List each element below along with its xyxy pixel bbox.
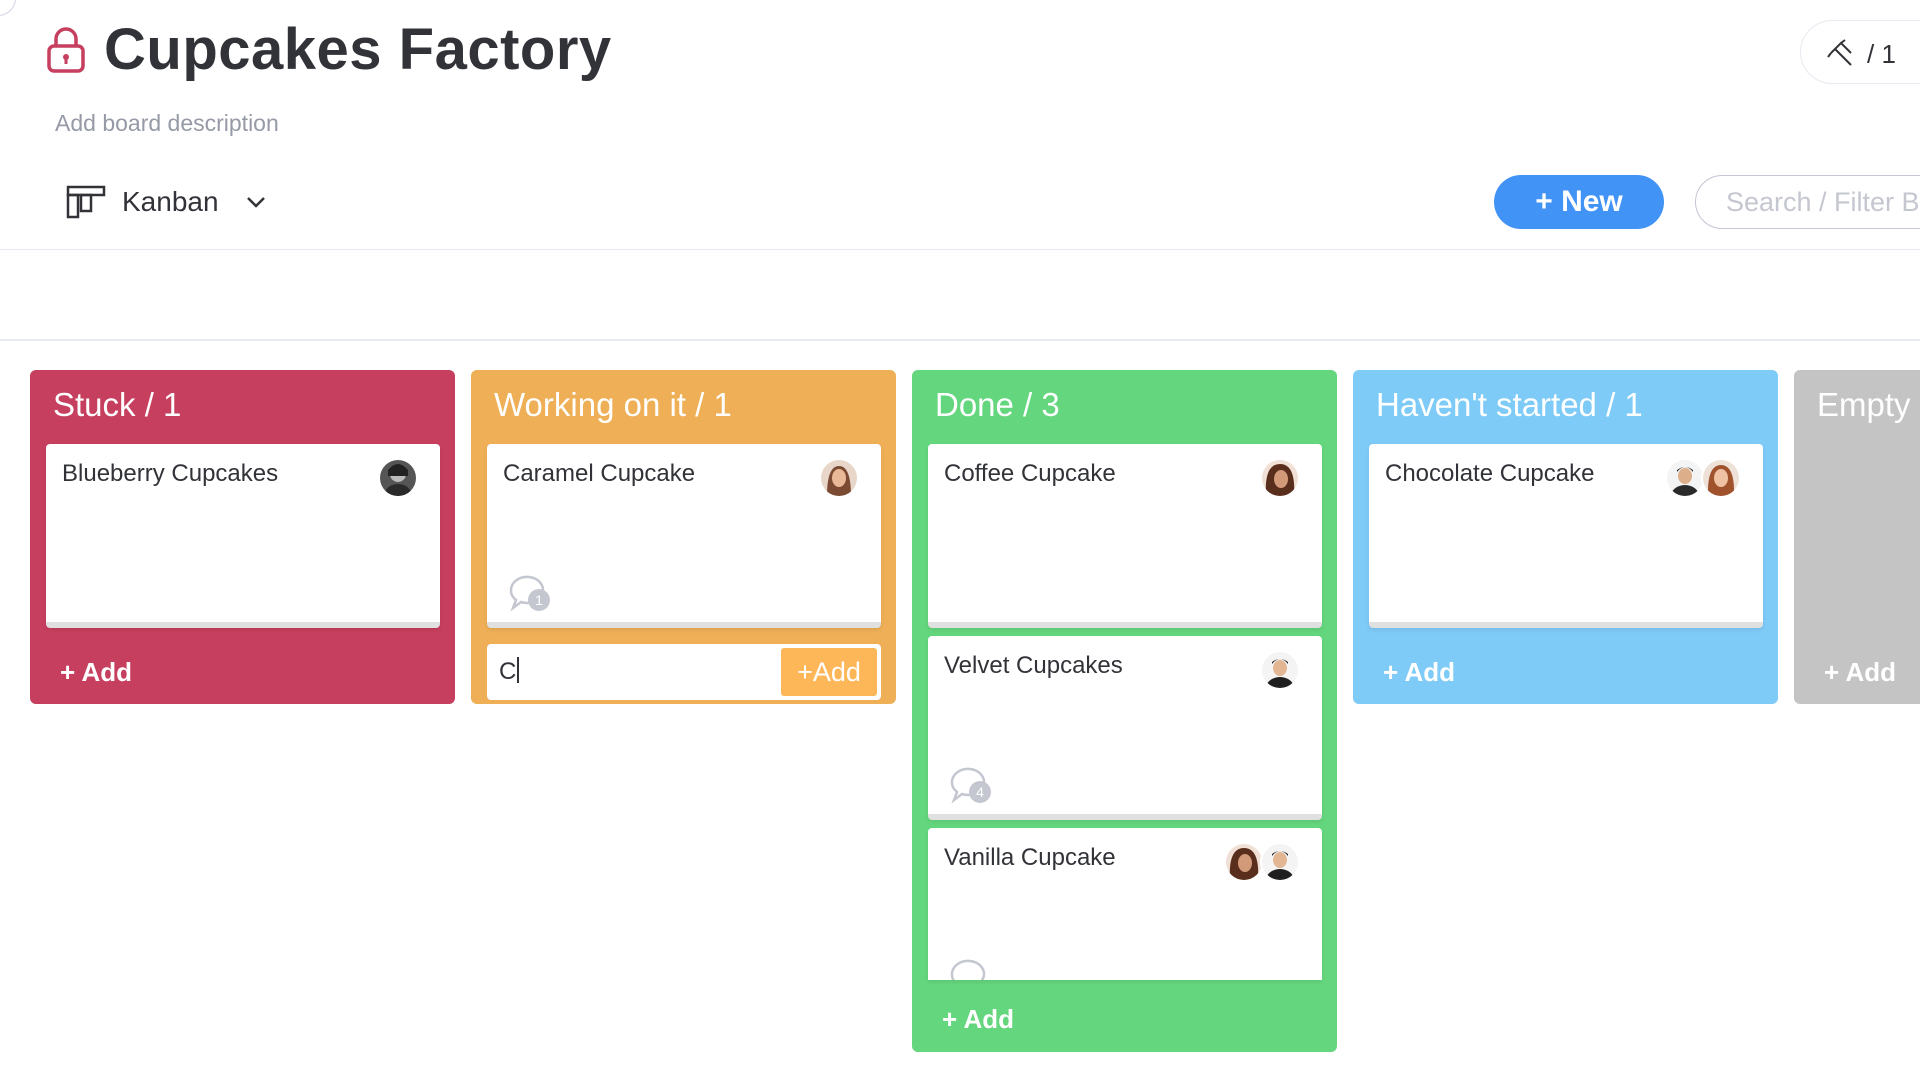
new-item-button[interactable]: + New [1494,175,1664,229]
card-caramel-cupcake[interactable]: Caramel Cupcake 1 [487,444,881,628]
quick-add-form: C +Add [487,644,881,700]
add-item-button[interactable]: + Add [60,657,132,687]
comment-icon[interactable]: 4 [948,764,996,806]
kanban-icon [66,185,106,219]
card-blueberry-cupcakes[interactable]: Blueberry Cupcakes [46,444,440,628]
card-title: Caramel Cupcake [503,460,696,487]
avatar[interactable] [1701,458,1741,498]
activity-count: / 1 [1867,39,1896,69]
card-title: Coffee Cupcake [944,460,1116,487]
activity-button[interactable]: / 1 [1800,20,1920,84]
column-stuck: Stuck / 1 Blueberry Cupcakes + Add [30,370,455,704]
column-working-on-it: Working on it / 1 Caramel Cupcake 1 C +A… [471,370,896,704]
avatar[interactable] [378,458,418,498]
add-item-button[interactable]: + Add [1824,657,1896,687]
column-havent-started: Haven't started / 1 Chocolate Cupcake + … [1353,370,1778,704]
search-input[interactable]: Search / Filter B [1695,175,1920,229]
avatar[interactable] [1260,842,1300,882]
card-title: Blueberry Cupcakes [62,460,279,487]
board-title[interactable]: Cupcakes Factory [104,17,612,82]
card-title: Velvet Cupcakes [944,652,1123,679]
avatar[interactable] [1224,842,1264,882]
comment-icon[interactable] [948,956,996,980]
column-title: Working on it / 1 [494,386,732,423]
column-empty: Empty + Add [1794,370,1920,704]
column-title: Empty [1817,386,1911,423]
avatar[interactable] [819,458,859,498]
card-velvet-cupcakes[interactable]: Velvet Cupcakes 4 [928,636,1322,820]
add-item-button[interactable]: +Add [781,648,877,696]
column-title: Stuck / 1 [53,386,182,423]
add-item-button[interactable]: + Add [1383,657,1455,687]
avatar[interactable] [1665,458,1705,498]
comment-count: 1 [535,592,543,608]
lock-icon[interactable] [46,26,86,74]
comment-count: 4 [976,784,984,800]
chevron-down-icon [246,197,265,208]
column-title: Haven't started / 1 [1376,386,1643,423]
new-item-input[interactable]: C [499,657,519,686]
view-selector[interactable]: Kanban [66,182,269,222]
divider [0,339,1920,341]
card-coffee-cupcake[interactable]: Coffee Cupcake [928,444,1322,628]
comment-icon[interactable]: 1 [507,572,555,614]
activity-icon [1827,39,1852,66]
board-header: Cupcakes Factory Add board description /… [0,0,1920,250]
add-item-button[interactable]: + Add [942,1004,1014,1034]
view-label: Kanban [122,186,219,217]
avatar[interactable] [1260,458,1300,498]
card-title: Chocolate Cupcake [1385,460,1595,487]
card-vanilla-cupcake[interactable]: Vanilla Cupcake [928,828,1322,980]
board-description-input[interactable]: Add board description [55,110,279,136]
card-chocolate-cupcake[interactable]: Chocolate Cupcake [1369,444,1763,628]
card-title: Vanilla Cupcake [944,844,1116,871]
column-done: Done / 3 Coffee Cupcake Velvet Cupcakes … [912,370,1337,1052]
column-title: Done / 3 [935,386,1060,423]
avatar[interactable] [1260,650,1300,690]
